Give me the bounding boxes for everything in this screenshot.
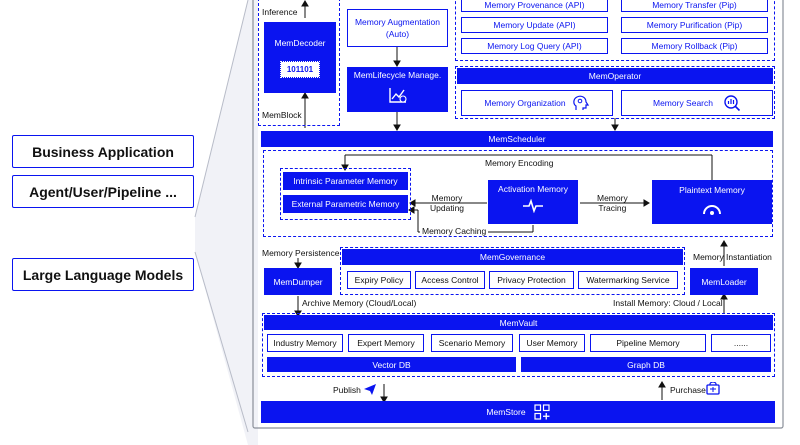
- memory-tracing-label: Memory Tracing: [597, 193, 628, 213]
- memory-organization-box: Memory Organization: [461, 90, 613, 116]
- memscheduler-group: [263, 150, 773, 237]
- memory-log-query-api: Memory Log Query (API): [461, 38, 608, 54]
- user-memory-box: User Memory: [519, 334, 585, 352]
- memvault-group: [262, 313, 775, 377]
- memstore-bar: MemStore: [261, 401, 775, 423]
- pipeline-memory-box: Pipeline Memory: [590, 334, 706, 352]
- intrinsic-parameter-memory-box: Intrinsic Parameter Memory: [283, 172, 408, 190]
- access-control-box: Access Control: [415, 271, 485, 289]
- expiry-policy-box: Expiry Policy: [347, 271, 411, 289]
- inference-label: Inference: [262, 7, 298, 17]
- apps-grid-icon: [534, 404, 550, 420]
- brain-head-icon: [572, 95, 589, 110]
- memory-persistence-label: Memory Persistence: [262, 248, 340, 258]
- activation-memory-box: Activation Memory: [488, 180, 578, 224]
- memlifecycle-box: MemLifecycle Manage.: [347, 67, 448, 112]
- memory-update-api: Memory Update (API): [461, 17, 608, 33]
- industry-memory-box: Industry Memory: [267, 334, 343, 352]
- memdecoder-group: [258, 0, 340, 126]
- chip-icon: 101101: [279, 61, 321, 78]
- memvault-bar: MemVault: [264, 315, 773, 330]
- memory-transfer-pip: Memory Transfer (Pip): [621, 0, 768, 12]
- graph-db-bar: Graph DB: [521, 357, 771, 372]
- gauge-icon: [703, 205, 721, 215]
- external-parametric-memory-box: External Parametric Memory: [283, 195, 408, 213]
- memgovernance-group: [340, 247, 685, 295]
- more-memory-box: ......: [711, 334, 771, 352]
- memblock-label: MemBlock: [262, 110, 302, 120]
- purchase-label: Purchase: [670, 385, 706, 395]
- memdumper-box: MemDumper: [264, 268, 332, 295]
- plaintext-memory-box: Plaintext Memory: [652, 180, 772, 224]
- pulse-icon: [523, 199, 543, 213]
- memoperator-group: [455, 66, 775, 119]
- memory-augmentation-box: Memory Augmentation (Auto): [347, 9, 448, 47]
- memory-encoding-label: Memory Encoding: [485, 158, 554, 168]
- expert-memory-box: Expert Memory: [348, 334, 424, 352]
- watermarking-service-box: Watermarking Service: [578, 271, 678, 289]
- memgovernance-bar: MemGovernance: [342, 249, 683, 265]
- paper-plane-icon: [364, 384, 376, 395]
- stack-business-application: Business Application: [12, 135, 194, 168]
- memory-search-box: Memory Search: [621, 90, 773, 116]
- memory-provenance-api: Memory Provenance (API): [461, 0, 608, 12]
- shopping-bag-icon: [706, 382, 720, 395]
- stack-agent-user-pipeline: Agent/User/Pipeline ...: [12, 175, 194, 208]
- memory-purification-pip: Memory Purification (Pip): [621, 17, 768, 33]
- memory-rollback-pip: Memory Rollback (Pip): [621, 38, 768, 54]
- scenario-memory-box: Scenario Memory: [431, 334, 513, 352]
- stack-memos: MemOS: [12, 217, 194, 250]
- install-memory-label: Install Memory: Cloud / Local: [613, 298, 723, 308]
- memoperator-bar: MemOperator: [457, 68, 773, 84]
- api-pip-group: [455, 0, 775, 61]
- memloader-box: MemLoader: [690, 268, 758, 295]
- search-chart-icon: [724, 95, 741, 111]
- parametric-memory-group: [280, 168, 411, 220]
- memscheduler-bar: MemScheduler: [261, 131, 773, 147]
- privacy-protection-box: Privacy Protection: [489, 271, 574, 289]
- stack-large-language-models: Large Language Models: [12, 258, 194, 291]
- lifecycle-chart-icon: [388, 88, 407, 103]
- archive-memory-label: Archive Memory (Cloud/Local): [302, 298, 417, 308]
- vector-db-bar: Vector DB: [267, 357, 516, 372]
- memory-caching-label: Memory Caching: [420, 226, 489, 236]
- memdecoder-box: MemDecoder 101101: [264, 22, 336, 93]
- memory-updating-label: Memory Updating: [430, 193, 465, 213]
- memory-instantiation-label: Memory Instantiation: [693, 252, 772, 262]
- publish-label: Publish: [333, 385, 361, 395]
